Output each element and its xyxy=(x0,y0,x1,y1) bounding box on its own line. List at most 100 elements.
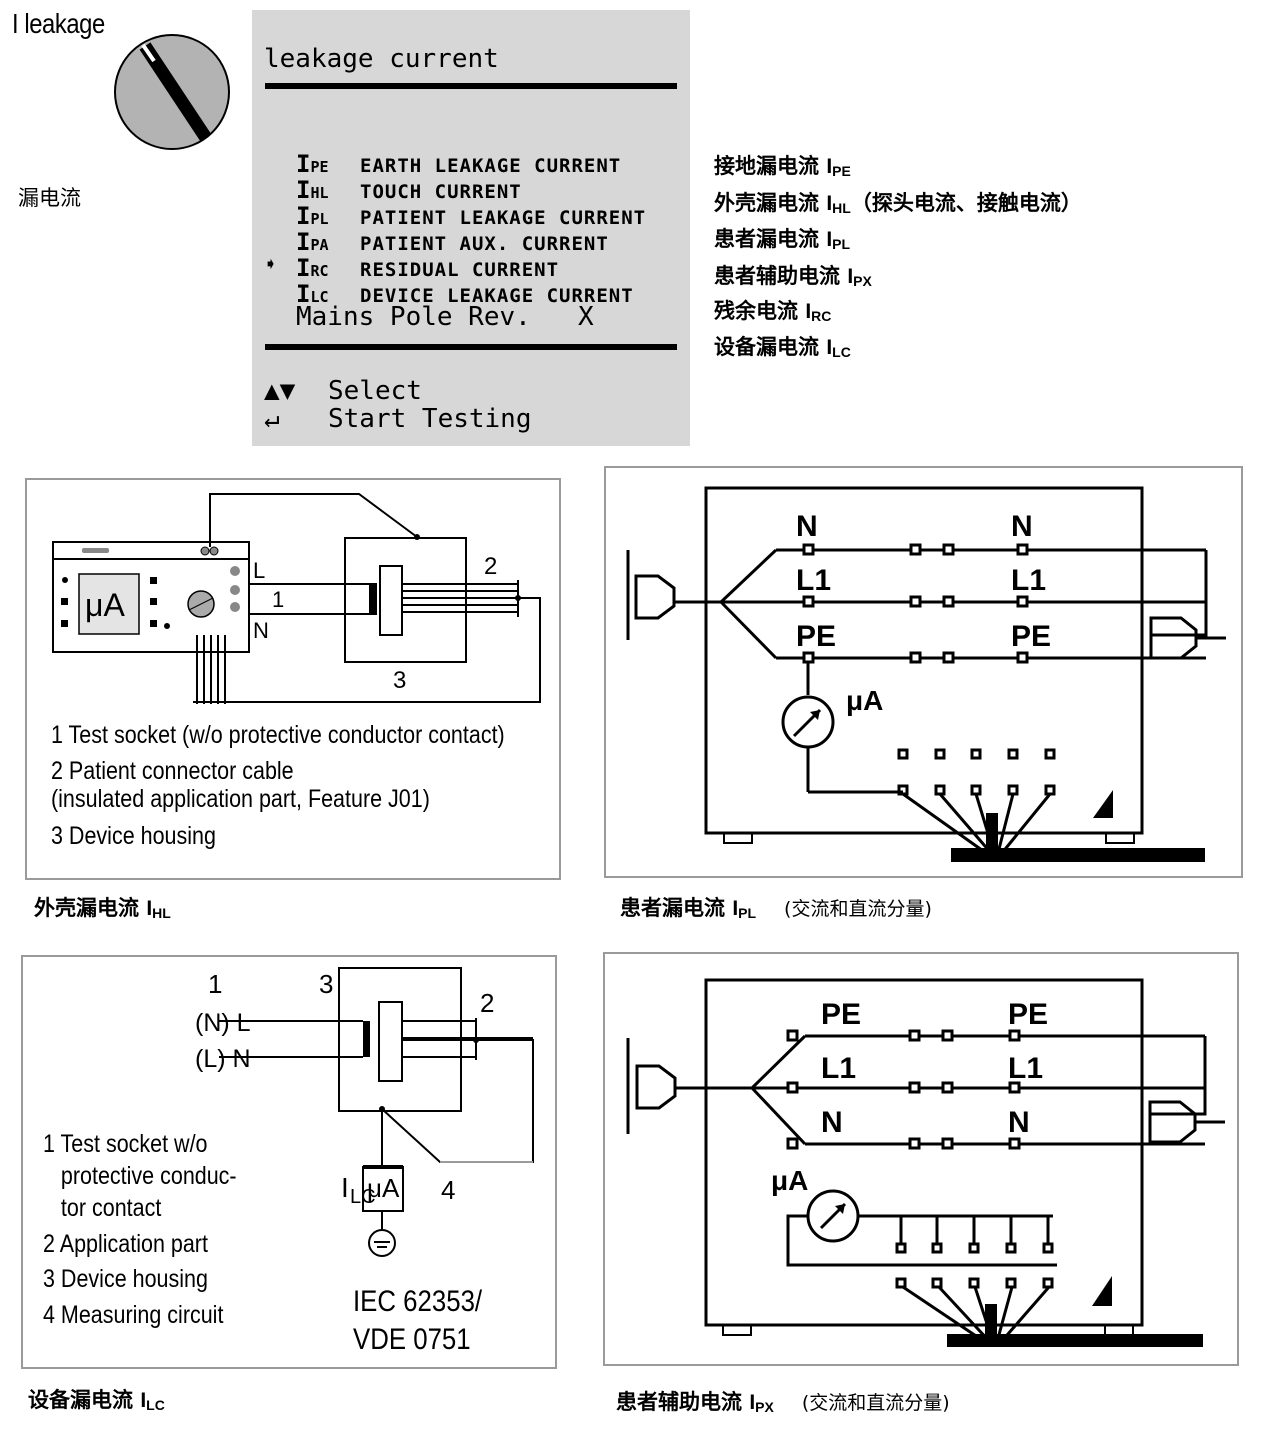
section-title: I leakage xyxy=(12,8,105,39)
divider xyxy=(265,344,677,350)
menu-item-ipa[interactable]: IPA PATIENT AUX. CURRENT xyxy=(296,228,609,256)
meter-unit-label: μA xyxy=(771,1165,808,1196)
menu-item-ipe[interactable]: IPE EARTH LEAKAGE CURRENT xyxy=(296,150,622,178)
label-n-left: N xyxy=(796,510,818,543)
menu-item-label: EARTH LEAKAGE CURRENT xyxy=(360,155,622,177)
device-housing xyxy=(704,486,1144,835)
selection-arrow-icon: ➧ xyxy=(264,253,278,278)
terminal-blocks xyxy=(786,1029,1054,1289)
menu-item-irc[interactable]: IRC RESIDUAL CURRENT xyxy=(296,254,560,282)
label-1: 1 xyxy=(208,969,222,999)
start-testing-hint: Start Testing xyxy=(328,404,532,434)
label-pe-right: PE xyxy=(1008,998,1048,1031)
legend-line: tor contact xyxy=(43,1194,162,1222)
application-part xyxy=(379,565,403,636)
label-l1-left: L1 xyxy=(796,564,831,597)
mains-pole-rev-toggle[interactable]: X xyxy=(578,302,594,332)
device-housing xyxy=(344,537,467,663)
device-housing xyxy=(704,978,1144,1327)
label-pe-left: PE xyxy=(821,998,861,1031)
diagram-patient-aux: PE PE L1 L1 N N μA xyxy=(603,952,1239,1366)
legend-line: 2 Patient connector cable xyxy=(51,757,294,785)
plug-right-icon xyxy=(1148,1100,1197,1144)
label-l1-left: L1 xyxy=(821,1052,856,1085)
tester-device xyxy=(52,541,250,653)
menu-item-label: DEVICE LEAKAGE CURRENT xyxy=(360,285,634,307)
label-3: 3 xyxy=(319,969,333,999)
menu-item-label: PATIENT LEAKAGE CURRENT xyxy=(360,207,647,229)
ground-bar xyxy=(947,1334,1203,1347)
enter-icon: ↵ xyxy=(264,404,280,434)
caption-patient-leakage: 患者漏电流 IPL(交流和直流分量) xyxy=(620,895,932,921)
terminal-blocks xyxy=(802,543,1029,664)
signal-icon xyxy=(1093,790,1113,818)
label-nl: (N) L xyxy=(195,1009,251,1037)
divider xyxy=(265,83,677,89)
label-n: N xyxy=(253,618,269,643)
label-pe-right: PE xyxy=(1011,620,1051,653)
meter-unit-label: μA xyxy=(367,1173,400,1203)
label-2: 2 xyxy=(480,988,494,1018)
legend-cn-item: 患者漏电流 IPL xyxy=(714,226,851,252)
legend-line: 2 Application part xyxy=(43,1230,208,1258)
meter-unit-label: μA xyxy=(846,685,883,716)
legend-line: protective conduc- xyxy=(43,1162,237,1190)
touch-current-schematic: μA L 1 N 2 3 xyxy=(52,493,541,704)
caption-patient-aux: 患者辅助电流 IPX(交流和直流分量) xyxy=(616,1389,950,1415)
menu-item-label: RESIDUAL CURRENT xyxy=(360,259,560,281)
diagram-device-leakage: 1 3 2 (N) L (L) N μA 4 I LC 1 Test socke… xyxy=(21,955,557,1369)
caption-touch-current: 外壳漏电流 IHL xyxy=(34,895,171,921)
legend-cn-item: 残余电流 IRC xyxy=(714,298,832,324)
ground-bar xyxy=(951,848,1205,862)
label-1: 1 xyxy=(272,587,284,612)
ilc-symbol: I xyxy=(341,1172,349,1203)
patient-aux-schematic: PE PE L1 L1 N N μA xyxy=(626,978,1225,1347)
label-4: 4 xyxy=(441,1175,455,1205)
device-leakage-schematic: 1 3 2 (N) L (L) N μA 4 I LC xyxy=(195,967,534,1257)
label-l1-right: L1 xyxy=(1008,1052,1043,1085)
menu-item-ihl[interactable]: IHL TOUCH CURRENT xyxy=(296,176,522,204)
legend-line: 3 Device housing xyxy=(43,1265,208,1293)
legend-line: 1 Test socket (w/o protective conductor … xyxy=(51,721,505,749)
label-n-right: N xyxy=(1011,510,1033,543)
label-pe-left: PE xyxy=(796,620,836,653)
rotary-switch-icon xyxy=(114,34,230,150)
legend-cn-item: 外壳漏电流 IHL（探头电流、接触电流） xyxy=(714,190,1082,216)
standard-line: IEC 62353/ xyxy=(353,1285,483,1318)
plug-left-icon xyxy=(634,574,676,620)
application-part xyxy=(378,1001,403,1082)
legend-line: (insulated application part, Feature J01… xyxy=(51,785,430,813)
patient-connectors xyxy=(897,748,1056,855)
lcd-title: leakage current xyxy=(264,44,499,74)
lcd-screen: leakage current ➧ IPE EARTH LEAKAGE CURR… xyxy=(252,10,690,446)
standard-line: VDE 0751 xyxy=(353,1323,471,1356)
legend-cn-item: 设备漏电流 ILC xyxy=(714,334,851,360)
plug-left-icon xyxy=(635,1064,677,1110)
label-ln: (L) N xyxy=(195,1045,251,1073)
signal-icon xyxy=(1092,1276,1112,1306)
legend-line: 4 Measuring circuit xyxy=(43,1301,224,1329)
diagram-touch-current: μA L 1 N 2 3 1 Test socket (w/o protecti… xyxy=(25,478,561,880)
menu-item-label: TOUCH CURRENT xyxy=(360,181,522,203)
select-hint: Select xyxy=(328,376,422,406)
mains-pole-rev-label: Mains Pole Rev. xyxy=(296,302,531,332)
up-down-arrows-icon: ▲▼ xyxy=(264,376,296,406)
menu-item-ipl[interactable]: IPL PATIENT LEAKAGE CURRENT xyxy=(296,202,647,230)
legend-cn-item: 接地漏电流 IPE xyxy=(714,153,851,179)
label-n-right: N xyxy=(1008,1106,1030,1139)
patient-leakage-schematic: N N L1 L1 PE PE μA xyxy=(626,486,1226,862)
legend-cn-item: 患者辅助电流 IPX xyxy=(714,263,872,289)
menu-item-ilc[interactable]: ILC DEVICE LEAKAGE CURRENT xyxy=(296,280,634,308)
caption-device-leakage: 设备漏电流 ILC xyxy=(28,1387,165,1413)
legend-line: 3 Device housing xyxy=(51,822,216,850)
section-subtitle-cn: 漏电流 xyxy=(18,186,81,210)
label-l1-right: L1 xyxy=(1011,564,1046,597)
menu-item-label: PATIENT AUX. CURRENT xyxy=(360,233,609,255)
diagram-patient-leakage: N N L1 L1 PE PE μA xyxy=(604,466,1243,878)
label-l: L xyxy=(253,558,265,583)
plug-right-icon xyxy=(1149,616,1198,660)
legend-line: 1 Test socket w/o xyxy=(43,1130,208,1158)
label-2: 2 xyxy=(484,553,497,580)
meter-display xyxy=(78,573,140,635)
ground-icon xyxy=(368,1229,396,1257)
